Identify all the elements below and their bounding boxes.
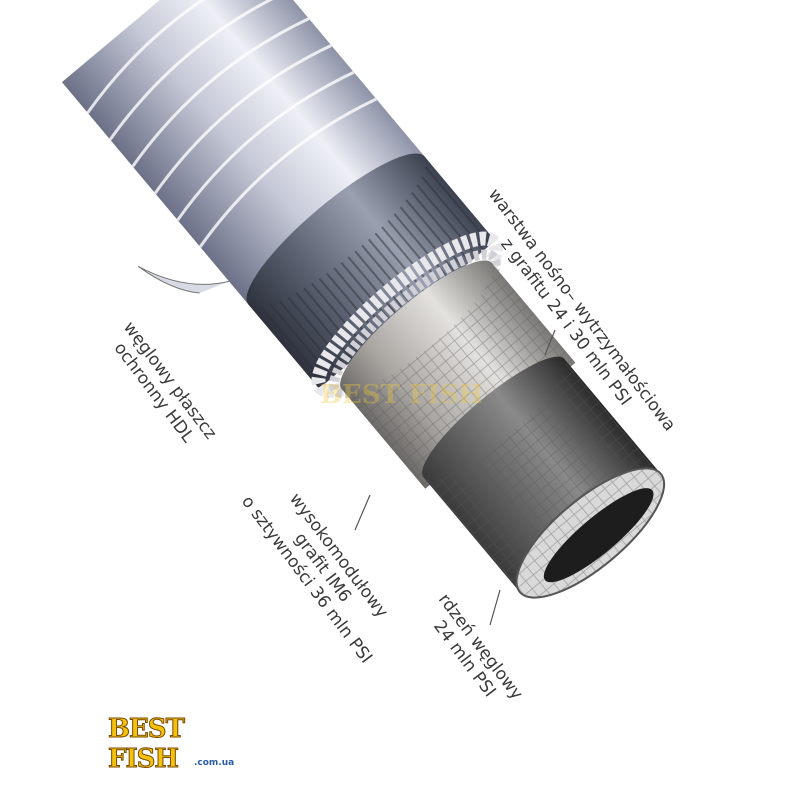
load-bearing-mesh-layer [340, 260, 576, 489]
bestfish-logo: BEST FISH .com.ua [108, 700, 258, 775]
logo-domain: .com.ua [194, 758, 235, 768]
ribbed-graphite-layer [246, 153, 496, 389]
carbon-core-layer [422, 356, 666, 599]
leader-lines [354, 329, 556, 626]
logo-text: BEST FISH [108, 714, 186, 775]
watermark-logo: BEST FISH [320, 380, 483, 410]
